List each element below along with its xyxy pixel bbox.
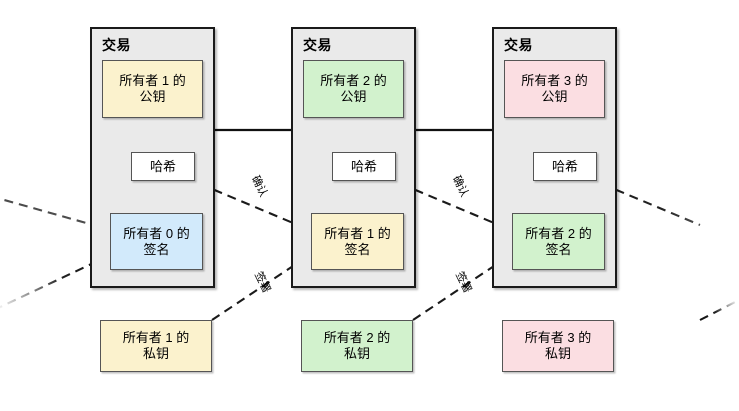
sign-label-1: 签署 — [251, 269, 273, 295]
private-key-box-2[interactable]: 所有者 2 的 私钥 — [301, 320, 413, 372]
hash-label-1: 哈希 — [149, 158, 176, 174]
public-key-box-3[interactable]: 所有者 3 的 公钥 — [504, 60, 605, 118]
private-key-box-3[interactable]: 所有者 3 的 私钥 — [502, 320, 614, 372]
hash-label-2: 哈希 — [350, 158, 377, 174]
sign-label-2: 签署 — [452, 269, 474, 295]
signature-box-2[interactable]: 所有者 1 的 签名 — [311, 213, 404, 270]
hash-box-2[interactable]: 哈希 — [332, 152, 396, 181]
private-key-label-1: 所有者 1 的 私钥 — [122, 330, 190, 361]
signature-label-1: 所有者 0 的 签名 — [123, 225, 190, 257]
signature-label-3: 所有者 2 的 签名 — [525, 225, 592, 257]
verify-label-2: 确认 — [449, 173, 471, 199]
transaction-title-2: 交易 — [303, 37, 332, 53]
public-key-label-1: 所有者 1 的 公钥 — [119, 73, 186, 104]
sign-arrow-incoming — [0, 257, 105, 309]
public-key-box-1[interactable]: 所有者 1 的 公钥 — [102, 60, 203, 118]
signature-label-2: 所有者 1 的 签名 — [324, 225, 391, 257]
signature-box-3[interactable]: 所有者 2 的 签名 — [512, 213, 605, 270]
public-key-box-2[interactable]: 所有者 2 的 公钥 — [303, 60, 404, 118]
sign-arrow-outgoing — [699, 299, 739, 321]
hash-box-1[interactable]: 哈希 — [131, 152, 195, 181]
public-key-label-2: 所有者 2 的 公钥 — [320, 73, 387, 104]
verify-arrow-incoming — [0, 197, 105, 230]
signature-box-1[interactable]: 所有者 0 的 签名 — [110, 213, 203, 270]
private-key-label-2: 所有者 2 的 私钥 — [323, 330, 391, 361]
transaction-title-1: 交易 — [102, 37, 131, 53]
public-key-label-3: 所有者 3 的 公钥 — [521, 73, 588, 104]
private-key-box-1[interactable]: 所有者 1 的 私钥 — [100, 320, 212, 372]
private-key-label-3: 所有者 3 的 私钥 — [524, 330, 592, 361]
hash-label-3: 哈希 — [551, 158, 578, 174]
hash-box-3[interactable]: 哈希 — [533, 152, 597, 181]
transaction-title-3: 交易 — [504, 37, 533, 53]
verify-label-1: 确认 — [248, 173, 270, 199]
